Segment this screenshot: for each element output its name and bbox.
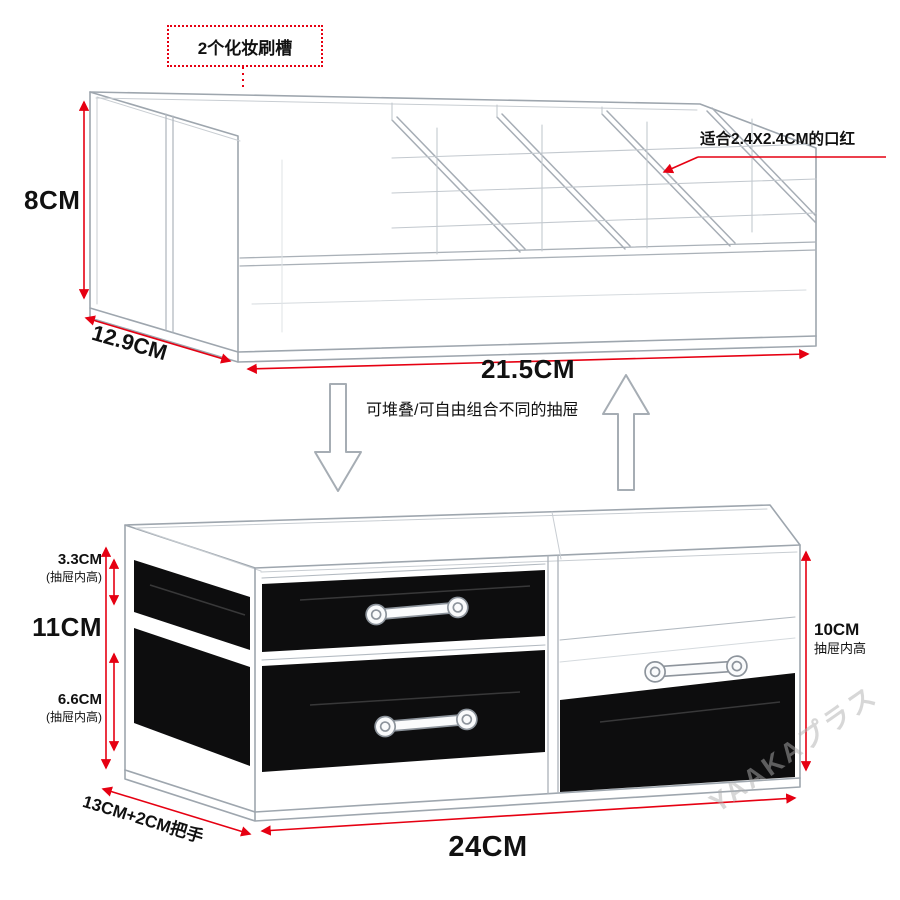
lipstick-grid xyxy=(391,102,817,255)
acrylic-reflection-streaks xyxy=(149,584,781,723)
drawer2-height-note: (抽屉内高) xyxy=(46,710,102,724)
top-width-label: 21.5CM xyxy=(480,354,576,384)
dimension-lines-top xyxy=(78,100,886,374)
dimension-lines-bottom xyxy=(100,546,812,837)
bottom-organizer-drawing xyxy=(124,504,801,822)
top-height-label: 8CM xyxy=(24,185,81,215)
drawer1-handle-icon xyxy=(365,596,469,626)
right-drawer-height-note: 抽屉内高 xyxy=(814,641,867,656)
total-height-label: 11CM xyxy=(32,612,102,642)
stack-up-arrow-icon xyxy=(602,374,650,491)
drawer2-height-label: 6.6CM xyxy=(57,691,102,708)
bottom-width-label: 24CM xyxy=(448,831,528,863)
stack-down-arrow-icon xyxy=(314,383,362,492)
lipstick-fit-note: 适合2.4X2.4CM的口红 xyxy=(700,131,856,148)
right-drawer-height-label: 10CM xyxy=(814,620,860,639)
brush-slots-callout: 2个化妆刷槽 xyxy=(167,25,323,67)
drawer1-height-label: 3.3CM xyxy=(57,551,102,568)
drawer2-handle-icon xyxy=(374,708,478,738)
stack-note: 可堆叠/可自由组合不同的抽屉 xyxy=(366,402,579,419)
drawer1-height-note: (抽屉内高) xyxy=(46,570,102,584)
right-drawer-handle-icon xyxy=(644,655,748,683)
drawer-lining-fills xyxy=(134,560,795,792)
